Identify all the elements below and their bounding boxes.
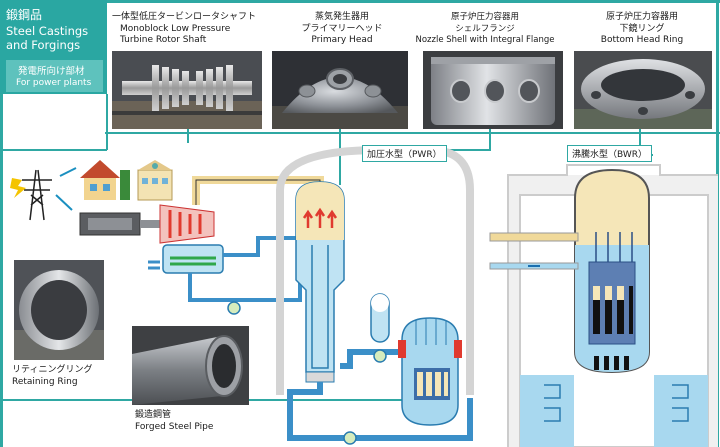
category-title-en: Steel Castings and Forgings (6, 24, 106, 52)
house-icon (80, 160, 130, 200)
pressurizer-icon (370, 293, 390, 343)
caption-retaining-en: Retaining Ring (12, 376, 78, 387)
steam-generator-icon (295, 181, 345, 383)
caption-pipe-ja: 鍛造鋼管 (135, 410, 172, 420)
category-title-ja: 鍛鋼品 (6, 8, 43, 22)
bwr-label: 沸騰水型（BWR） (567, 145, 653, 162)
condenser-icon (162, 244, 224, 274)
photo-retaining-ring (14, 260, 104, 360)
caption-retaining-ring: リティニングリング Retaining Ring (12, 365, 92, 388)
caption-head-en: Primary Head (311, 35, 373, 45)
caption-rotor-en1: Monoblock Low Pressure (120, 23, 231, 34)
turbine-icon (140, 204, 215, 244)
building-icon (137, 160, 173, 201)
photo-shell-flange (423, 51, 563, 129)
generator-icon (79, 212, 141, 236)
caption-primary-head: 蒸気発生器用 プライマリーヘッド Primary Head (272, 12, 412, 47)
frame-left (0, 0, 3, 447)
caption-flange-ja1: 原子炉圧力容器用 (450, 12, 519, 22)
pwr-label: 加圧水型（PWR） (362, 145, 447, 162)
category-box: 鍛鋼品 Steel Castings and Forgings 発電所向け部材 … (0, 0, 107, 94)
caption-flange-ja2: シェルフランジ (455, 23, 515, 34)
lightning-icon (10, 178, 26, 198)
caption-ring-en: Bottom Head Ring (600, 35, 684, 45)
category-sub: 発電所向け部材 For power plants (6, 60, 103, 92)
transmission-tower-icon (22, 169, 52, 221)
caption-retaining-ja: リティニングリング (12, 365, 93, 375)
caption-flange-en: Nozzle Shell with Integral Flange (415, 35, 555, 45)
caption-rotor-en2: Turbine Rotor Shaft (120, 35, 207, 45)
bwr-reactor-vessel-icon (574, 168, 650, 374)
category-title-en-line1: Steel Castings (6, 24, 89, 38)
caption-head-ja1: 蒸気発生器用 (314, 12, 369, 22)
caption-rotor-ja: 一体型低圧タービンロータシャフト (112, 12, 257, 22)
pwr-reactor-vessel-icon (398, 317, 462, 426)
photo-forged-pipe (132, 326, 249, 405)
category-title-en-line2: and Forgings (6, 38, 81, 52)
caption-shell-flange: 原子炉圧力容器用 シェルフランジ Nozzle Shell with Integ… (410, 12, 560, 47)
frame-top (0, 0, 720, 3)
category-sub-ja: 発電所向け部材 (18, 66, 85, 77)
caption-head-ja2: プライマリーヘッド (301, 23, 383, 34)
caption-forged-pipe: 鍛造鋼管 Forged Steel Pipe (135, 410, 213, 433)
category-sub-en: For power plants (16, 78, 92, 88)
caption-ring-ja1: 原子炉圧力容器用 (605, 12, 678, 22)
photo-rotor-shaft (112, 51, 262, 129)
caption-pipe-en: Forged Steel Pipe (135, 421, 214, 432)
caption-ring-ja2: 下鏡リング (619, 23, 665, 34)
photo-primary-head (272, 51, 408, 129)
photo-head-ring (574, 51, 712, 129)
caption-head-ring: 原子炉圧力容器用 下鏡リング Bottom Head Ring (572, 12, 712, 47)
caption-rotor-shaft: 一体型低圧タービンロータシャフト Monoblock Low Pressure … (112, 12, 282, 47)
